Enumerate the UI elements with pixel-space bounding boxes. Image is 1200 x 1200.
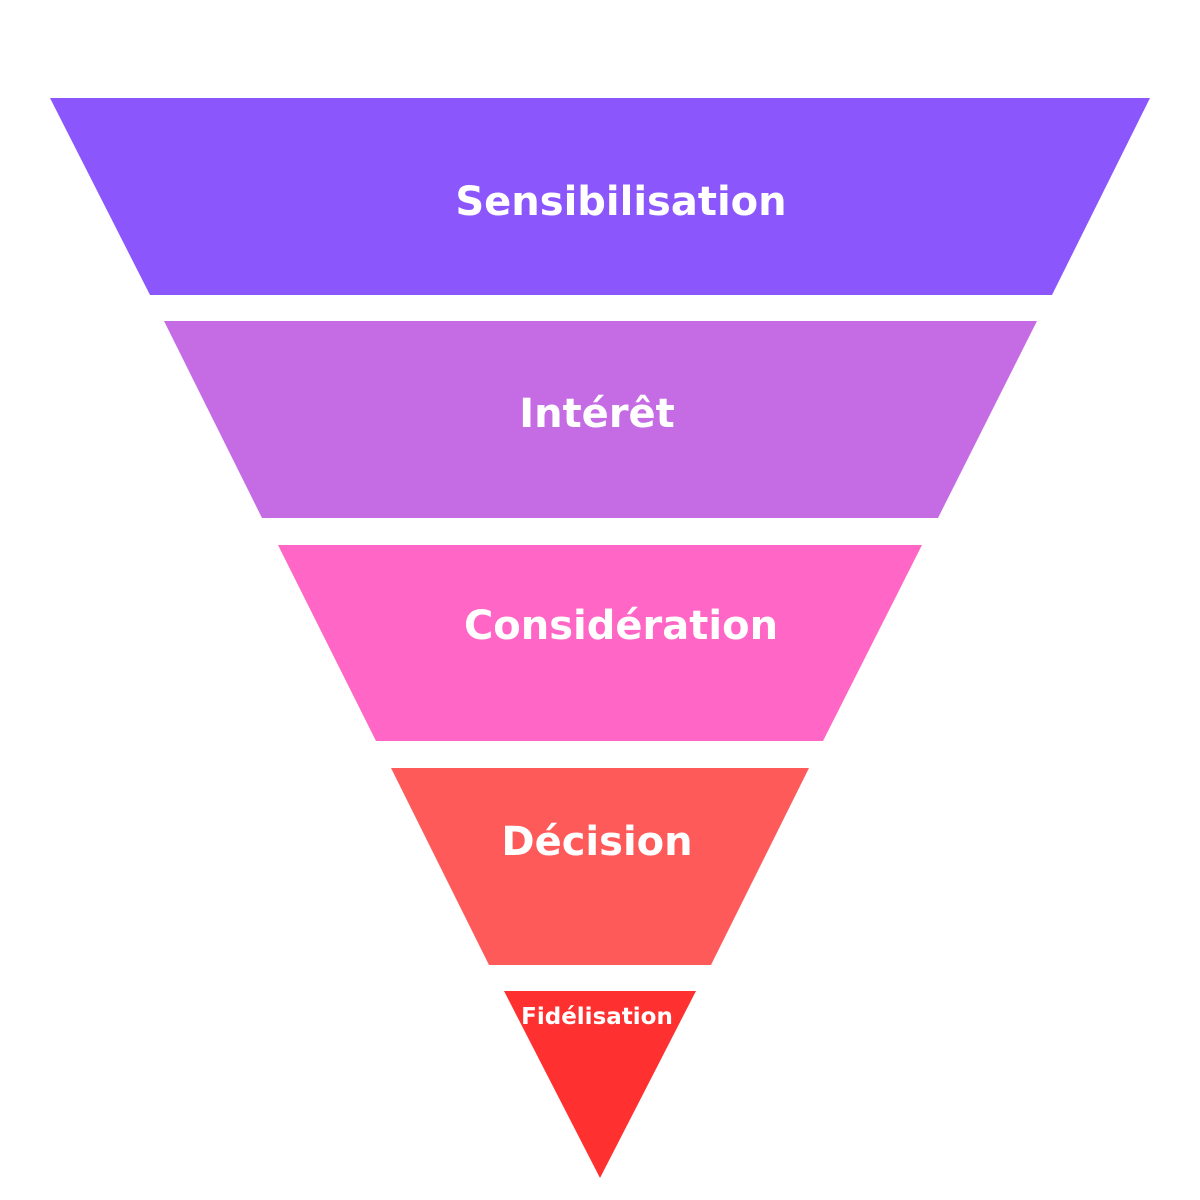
funnel-stage-loyalty: Fidélisation <box>504 991 696 1178</box>
funnel-stage-awareness-label: Sensibilisation <box>455 179 786 225</box>
funnel-stage-consideration: Considération <box>278 545 922 741</box>
funnel-stage-decision-shape <box>391 768 809 965</box>
funnel-stage-loyalty-label: Fidélisation <box>521 1004 673 1030</box>
funnel-stage-awareness-shape <box>50 98 1150 295</box>
funnel-stage-interest-shape <box>164 321 1037 518</box>
funnel-stage-consideration-shape <box>278 545 922 741</box>
funnel-stage-awareness: Sensibilisation <box>50 98 1150 295</box>
funnel-stage-consideration-label: Considération <box>464 603 778 649</box>
funnel-stage-interest: Intérêt <box>164 321 1037 518</box>
funnel-stage-decision: Décision <box>391 768 809 965</box>
funnel-stage-decision-label: Décision <box>501 819 692 865</box>
funnel-stage-loyalty-shape <box>504 991 696 1178</box>
funnel-stage-interest-label: Intérêt <box>519 391 675 437</box>
